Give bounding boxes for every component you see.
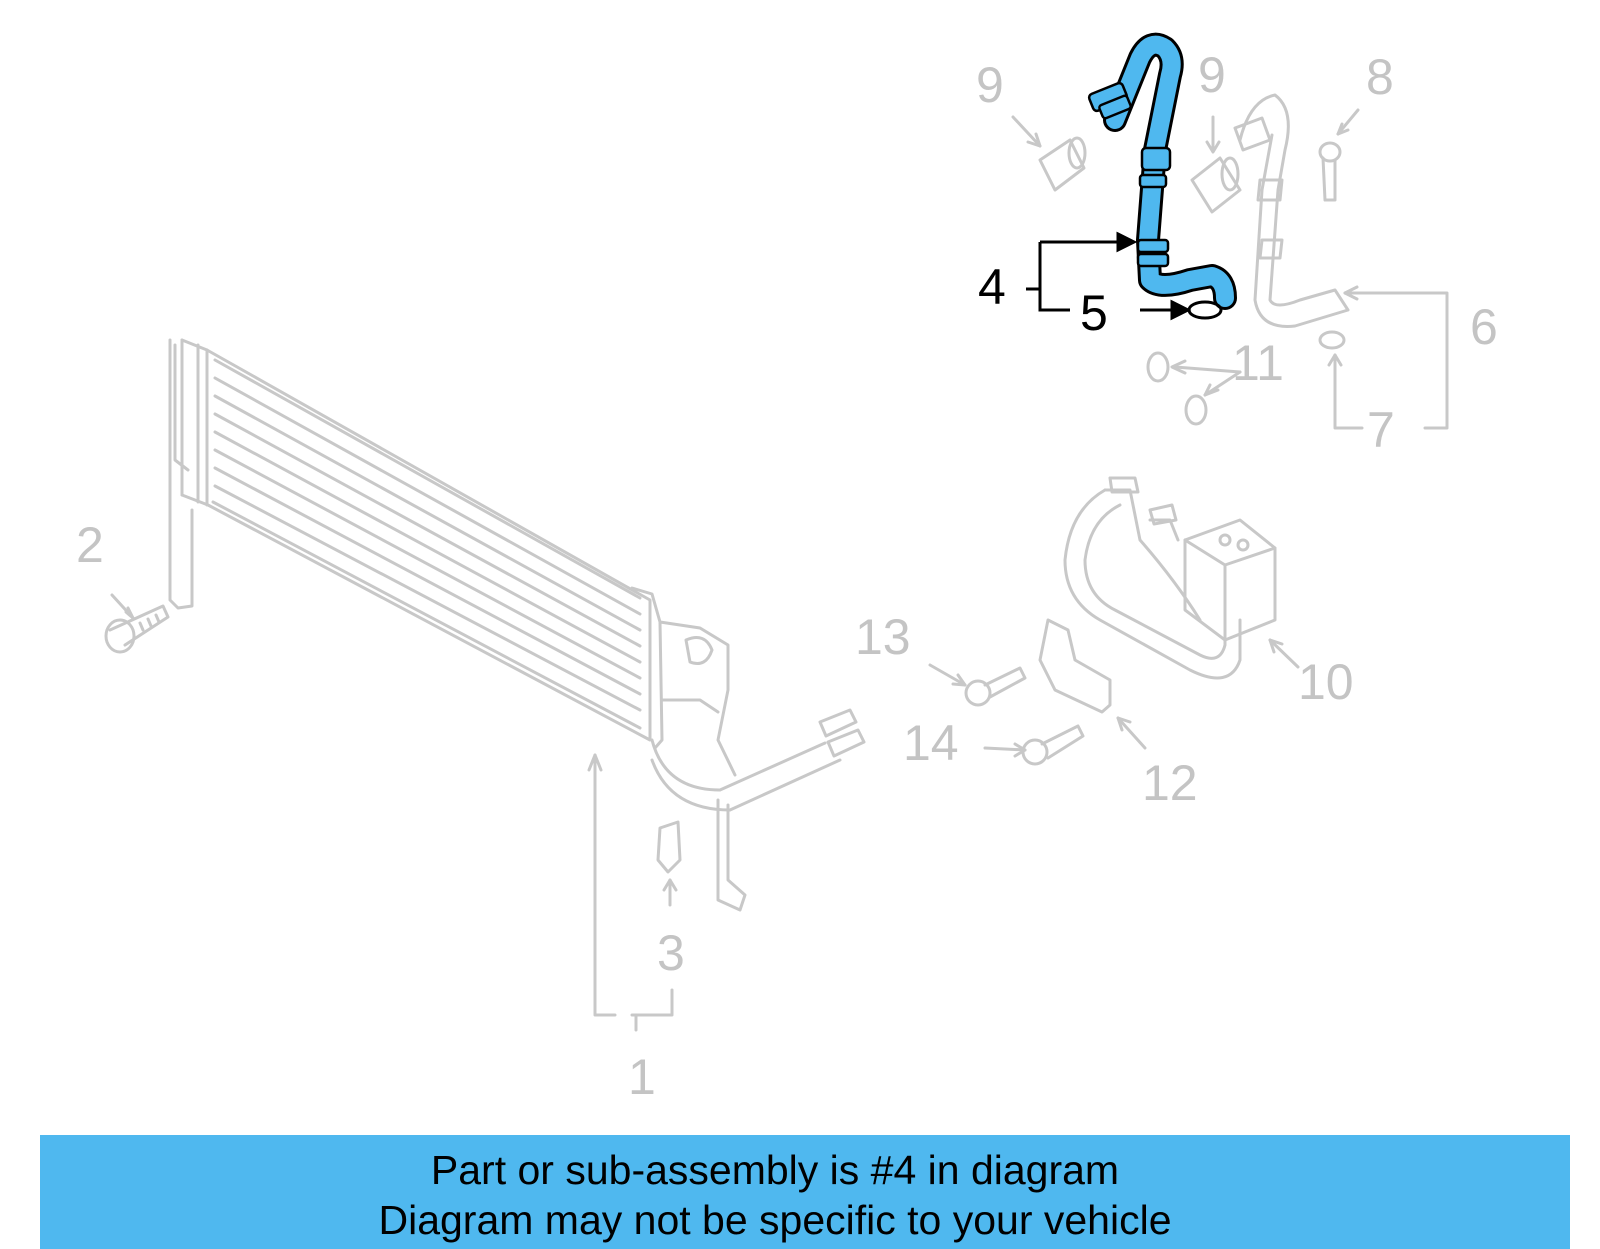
callout-12: 12	[1142, 755, 1198, 811]
o-ring-part-7	[1318, 330, 1364, 430]
screw-part-13	[928, 663, 1027, 707]
bolt-part-2	[104, 593, 170, 654]
screw-part-8	[1318, 108, 1360, 202]
screw-part-14	[983, 724, 1085, 766]
callout-13: 13	[855, 609, 911, 665]
callout-1: 1	[628, 1049, 656, 1105]
callout-3: 3	[657, 925, 685, 981]
callout-leaders-4-5	[1026, 231, 1223, 321]
grommet-part-9b	[1190, 115, 1242, 214]
banner-line-1: Part or sub-assembly is #4 in diagram	[430, 1147, 1120, 1193]
callout-9-right: 9	[1198, 47, 1226, 103]
grommet-part-9a	[1011, 115, 1087, 192]
callout-10: 10	[1298, 654, 1354, 710]
o-ring-part-5	[1187, 300, 1223, 320]
callout-9-left: 9	[976, 57, 1004, 113]
o-rings-part-11	[1146, 351, 1242, 426]
callout-5: 5	[1080, 285, 1108, 341]
bracket-part-12	[1038, 618, 1147, 750]
oil-line-part-6	[1233, 93, 1449, 430]
callout-14: 14	[903, 715, 959, 771]
callout-4: 4	[978, 259, 1006, 315]
callout-2: 2	[76, 517, 104, 573]
banner-line-2: Diagram may not be specific to your vehi…	[378, 1197, 1172, 1243]
cooler-lines-part-10	[1063, 476, 1300, 680]
callout-11: 11	[1232, 335, 1284, 391]
info-banner: Part or sub-assembly is #4 in diagram Di…	[40, 1135, 1570, 1249]
oil-hose-part-4-highlighted	[1087, 32, 1237, 310]
oil-cooler-part-1	[168, 338, 866, 1032]
callout-8: 8	[1366, 49, 1394, 105]
clip-part-3	[656, 820, 682, 907]
callout-7: 7	[1367, 402, 1395, 458]
callout-6: 6	[1470, 299, 1498, 355]
